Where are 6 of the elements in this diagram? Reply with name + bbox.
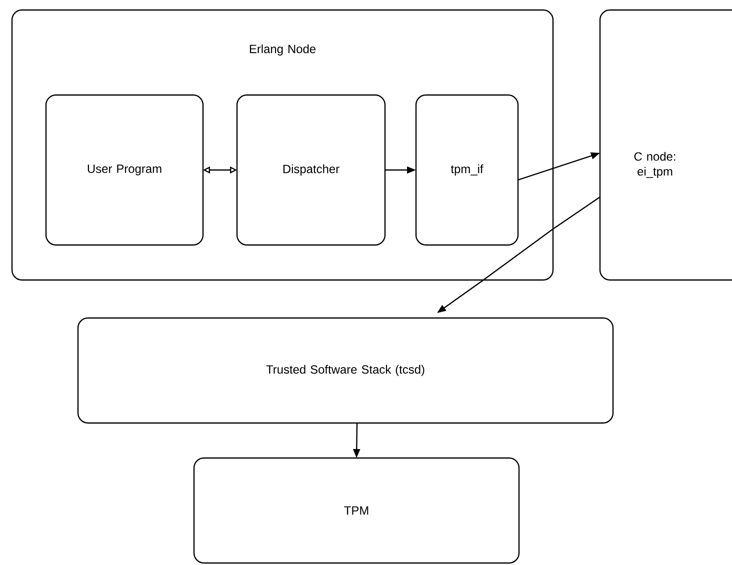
node-container: C node: ei_tpm: [599, 9, 732, 281]
process-box: User Program: [45, 94, 204, 246]
process-box: TPM: [193, 457, 520, 564]
process-box: tpm_if: [415, 94, 519, 246]
process-box: Trusted Software Stack (tcsd): [77, 317, 614, 424]
process-box: Dispatcher: [236, 94, 386, 246]
